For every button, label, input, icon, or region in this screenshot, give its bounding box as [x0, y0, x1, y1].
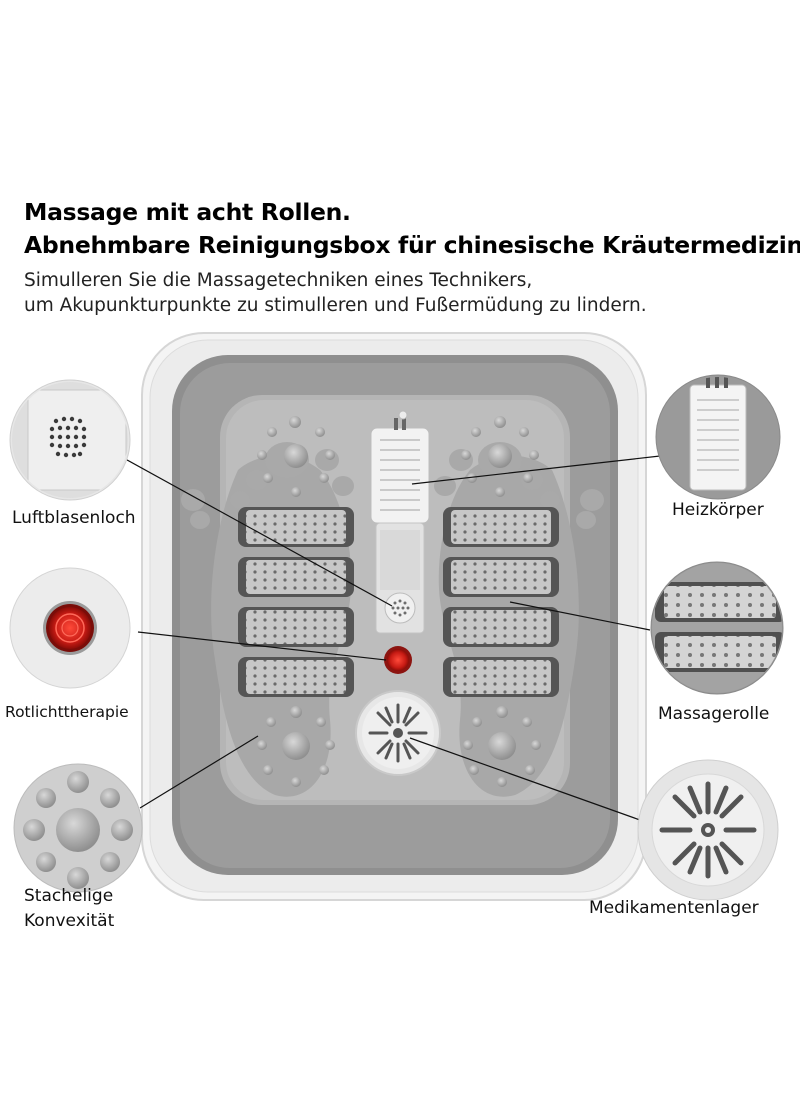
rollers-right: [443, 507, 559, 697]
headline-line-2: Abnehmbare Reinigungsbox für chinesische…: [24, 231, 800, 259]
bump-cluster-bottom-left: [257, 706, 335, 787]
tub: [141, 332, 647, 901]
label-roller: Massagerolle: [658, 704, 770, 724]
air-bubble-hole: [384, 592, 416, 624]
medicine-box: [355, 690, 441, 776]
callout-bubble-hole: [9, 379, 131, 501]
callout-roller: [650, 561, 784, 695]
bump-cluster-top-right: [461, 416, 539, 497]
subtext-line-1: Simulleren Sie die Massagetechniken eine…: [24, 270, 533, 291]
label-bubble-hole: Luftblasenloch: [12, 508, 136, 528]
bump-cluster-bottom-right: [463, 706, 541, 787]
label-spiked-convexity-line-1: Stachelige: [24, 886, 114, 906]
red-light: [384, 646, 412, 674]
subtext: Simulleren Sie die Massagetechniken eine…: [24, 268, 794, 318]
rollers-left: [238, 507, 354, 697]
label-spiked-convexity-line-2: Konvexität: [24, 911, 115, 931]
callout-spiked-convexity: [13, 763, 143, 893]
callout-red-light: [9, 567, 131, 689]
leader-lines: [117, 454, 661, 821]
label-medicine-storage: Medikamentenlager: [589, 898, 759, 918]
label-red-light: Rotlichttherapie: [5, 703, 129, 721]
headline-line-1: Massage mit acht Rollen.: [24, 198, 351, 226]
heater-bar: [370, 410, 430, 634]
subtext-line-2: um Akupunkturpunkte zu stimulleren und F…: [24, 295, 647, 316]
label-heater: Heizkörper: [672, 500, 764, 520]
callout-medicine-storage: [637, 759, 779, 901]
callout-heater: [655, 374, 781, 500]
headline: Massage mit acht Rollen. Abnehmbare Rein…: [24, 196, 800, 262]
bump-cluster-top-left: [257, 416, 335, 497]
